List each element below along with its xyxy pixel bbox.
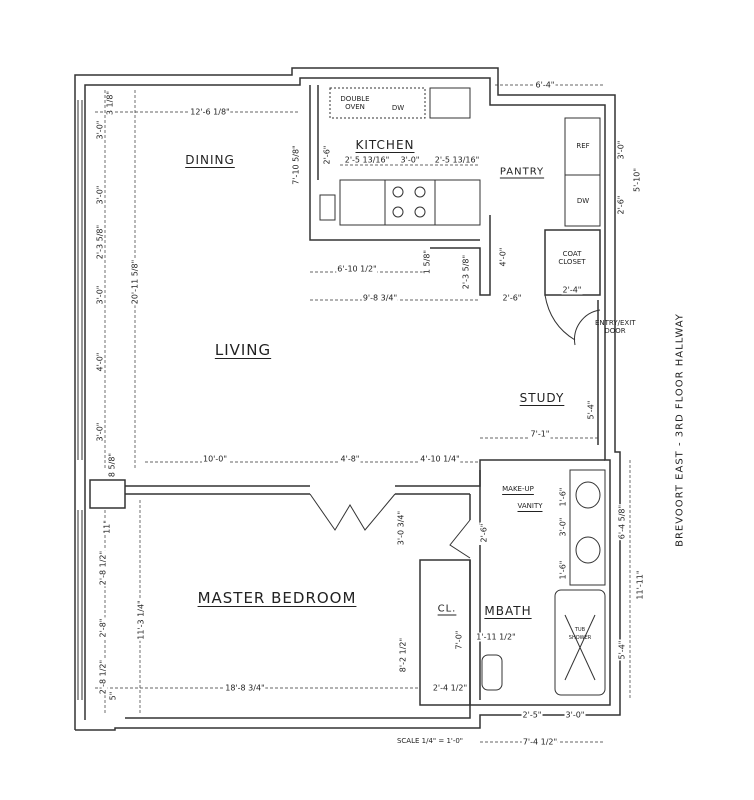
fixture-refrigerator: REF [576, 142, 590, 150]
dimension: 4'-0" [95, 351, 105, 373]
dimension: 5'-10" [632, 166, 642, 194]
dimension: 7'-10 5/8" [291, 144, 301, 186]
dimension: 4'-0" [498, 246, 508, 268]
dimension: 2'-6" [479, 522, 489, 544]
dimension: 2'-8 1/2" [98, 658, 108, 696]
dimension: 2'-8 1/2" [98, 549, 108, 587]
bath-fixtures [481, 469, 606, 696]
dimension: 3 1/8" [105, 89, 115, 117]
dimension: 2'-5 13/16" [343, 155, 391, 165]
dimension: 4'-8" [339, 454, 361, 464]
dimension: 3'-0" [558, 516, 568, 538]
fixture-dishwasher: DW [391, 104, 405, 112]
dimension: 2'-4" [561, 285, 583, 295]
dimension: 1'-6" [558, 559, 568, 581]
dimension: 2'-8" [98, 617, 108, 639]
dimension: 3'-0" [399, 155, 421, 165]
scale-label: SCALE 1/4" = 1'-0" [395, 737, 465, 745]
dimension: 3'-0" [616, 139, 626, 161]
dimension: 3'-0 3/4" [396, 509, 406, 547]
dimension: 9'-8 3/4" [361, 293, 399, 303]
fixture-double-oven: DOUBLE OVEN [340, 95, 370, 111]
doors [309, 294, 601, 559]
room-label-entry-door: ENTRY/EXIT DOOR [595, 319, 636, 335]
room-label-vanity: VANITY [517, 502, 543, 510]
dimension: 7'-1" [529, 429, 551, 439]
fixture-tub-shower: TUB SHOWER [568, 627, 592, 641]
fixture-pantry-unit: DW [576, 197, 590, 205]
dimension: 3'-0" [95, 284, 105, 306]
dimension: 8 5/8" [107, 451, 117, 479]
dimension: 2'-3 5/8" [461, 253, 471, 291]
kitchen-fixtures [319, 87, 601, 227]
dimension: 6'-10 1/2" [336, 264, 378, 274]
dimension: 8'-2 1/2" [398, 636, 408, 674]
dimension: 11'-3 1/4" [136, 599, 146, 641]
dimension: 6'-4" [534, 80, 556, 90]
dimension: 5'-4" [617, 639, 627, 661]
dimension: 10'-0" [201, 454, 229, 464]
room-label-master-bedroom: MASTER BEDROOM [197, 589, 357, 607]
room-label-closet: CL. [437, 603, 457, 615]
dimension: 11'-11" [635, 569, 645, 601]
dimension: 12'-6 1/8" [189, 107, 231, 117]
room-label-kitchen: KITCHEN [355, 138, 415, 152]
room-label-mbath: MBATH [484, 604, 532, 618]
room-label-makeup: MAKE-UP [502, 485, 534, 493]
dimension: 1 5/8" [422, 248, 432, 276]
dimension: 18'-8 3/4" [224, 683, 266, 693]
dimension: 11" [102, 519, 112, 535]
dimension: 1'-11 1/2" [475, 632, 517, 642]
dimension: 20'-11 5/8" [130, 258, 140, 306]
dimension: 2'-6" [322, 144, 332, 166]
hallway-label: BREVOORT EAST - 3RD FLOOR HALLWAY [674, 313, 686, 547]
dimension: 4'-10 1/4" [419, 454, 461, 464]
dimension: 6'-4 5/8" [617, 503, 627, 541]
dimension: 1'-6" [558, 486, 568, 508]
dimension: 3'-0" [95, 119, 105, 141]
room-label-pantry: PANTRY [499, 166, 545, 178]
room-label-dining: DINING [185, 153, 235, 167]
dimension: 5'-4" [586, 399, 596, 421]
dimension: 3'-0" [564, 710, 586, 720]
window-strip [77, 100, 83, 700]
dimension-lines [95, 84, 631, 743]
dimension: 5" [108, 690, 118, 702]
interior-walls [89, 85, 605, 706]
dimension: 2'-6" [501, 293, 523, 303]
dimension: 2'-5" [521, 710, 543, 720]
dimension: 2'-3 5/8" [95, 223, 105, 261]
dimension: 3'-0" [95, 421, 105, 443]
dimension: 3'-0" [95, 184, 105, 206]
dimension: 2'-4 1/2" [431, 683, 469, 693]
dimension: 7'-4 1/2" [521, 737, 559, 747]
room-label-coat-closet: COAT CLOSET [558, 250, 586, 266]
room-label-study: STUDY [519, 391, 565, 405]
room-label-living: LIVING [214, 341, 272, 359]
dimension: 2'-5 13/16" [433, 155, 481, 165]
dimension: 2'-6" [616, 194, 626, 216]
dimension: 7'-0" [454, 629, 464, 651]
